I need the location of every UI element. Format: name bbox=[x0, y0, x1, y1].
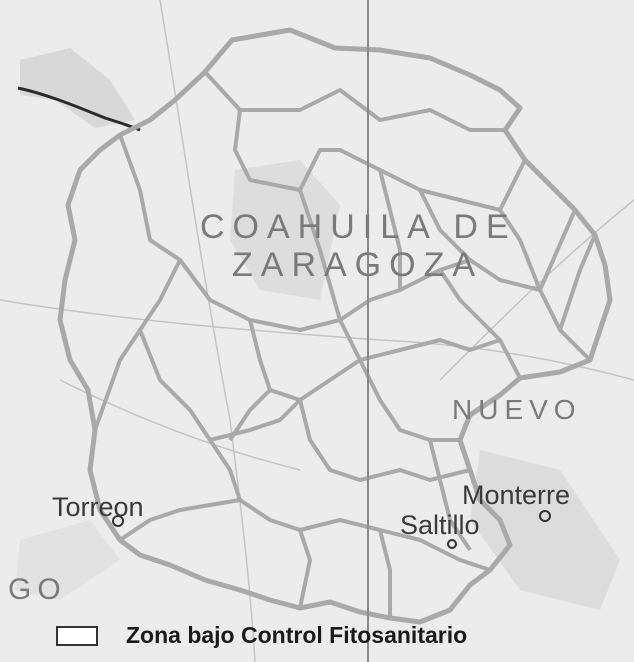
partial-state-label: GO bbox=[8, 573, 67, 606]
legend-label: Zona bajo Control Fitosanitario bbox=[126, 622, 468, 648]
shaded-area bbox=[230, 160, 340, 300]
city-marker-monterrey bbox=[539, 510, 551, 522]
city-label-monterrey: Monterre bbox=[462, 480, 571, 510]
state-boundary bbox=[57, 27, 613, 625]
city-marker-saltillo bbox=[447, 539, 457, 549]
neighbor-state-label: NUEVO bbox=[452, 394, 582, 425]
shaded-area bbox=[15, 520, 120, 600]
water-body bbox=[20, 48, 135, 128]
state-label-line1: COAHUILA DE bbox=[200, 208, 517, 246]
city-label-torreon: Torreon bbox=[52, 492, 144, 522]
shaded-area bbox=[470, 450, 620, 610]
map-legend: Zona bajo Control Fitosanitario bbox=[56, 622, 467, 649]
river-line bbox=[17, 86, 141, 132]
legend-swatch bbox=[56, 625, 98, 646]
municipal-boundaries bbox=[93, 70, 597, 618]
city-label-saltillo: Saltillo bbox=[400, 510, 480, 540]
state-label-line2: ZARAGOZA bbox=[232, 246, 484, 284]
city-marker-torreon bbox=[112, 515, 124, 527]
